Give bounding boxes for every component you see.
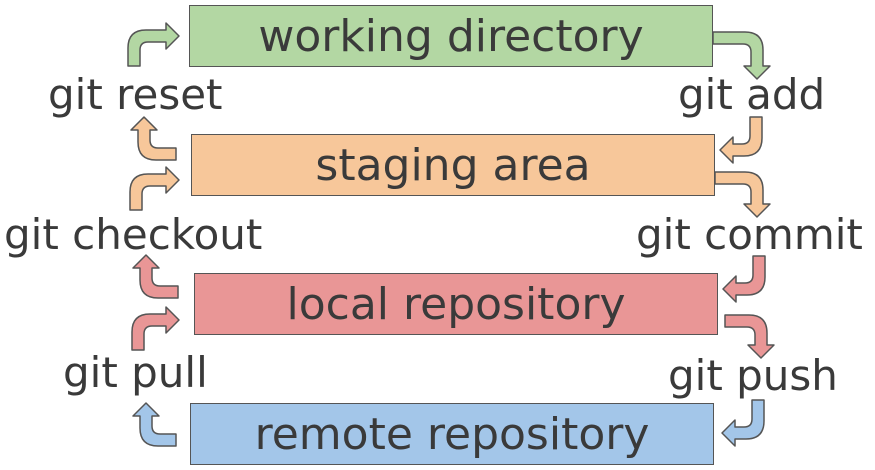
git-push-label: git push [668, 351, 838, 400]
git-checkout-label: git checkout [4, 210, 263, 259]
commit-in-arrow-icon [722, 255, 766, 303]
staging-area-label: staging area [315, 139, 591, 191]
add-in-arrow-icon [719, 116, 763, 164]
checkout-up-arrow-icon [132, 254, 179, 299]
working-directory-box: working directory [189, 5, 713, 67]
checkout-in-arrow-icon [129, 166, 180, 211]
reset-up-arrow-icon [130, 116, 177, 161]
staging-area-box: staging area [191, 134, 715, 196]
push-out-arrow-icon [724, 314, 775, 359]
remote-repository-box: remote repository [190, 403, 714, 465]
remote-repository-label: remote repository [254, 408, 650, 460]
commit-out-arrow-icon [714, 171, 771, 218]
reset-in-arrow-icon [127, 22, 180, 67]
push-in-arrow-icon [721, 399, 765, 447]
local-repository-label: local repository [286, 278, 626, 330]
add-out-arrow-icon [712, 31, 771, 80]
git-reset-label: git reset [48, 70, 223, 119]
git-pull-label: git pull [63, 348, 208, 397]
pull-up-arrow-icon [132, 402, 177, 447]
git-add-label: git add [678, 70, 826, 119]
pull-in-arrow-icon [131, 306, 180, 351]
working-directory-label: working directory [258, 10, 644, 62]
git-commit-label: git commit [636, 210, 863, 259]
local-repository-box: local repository [194, 273, 718, 335]
